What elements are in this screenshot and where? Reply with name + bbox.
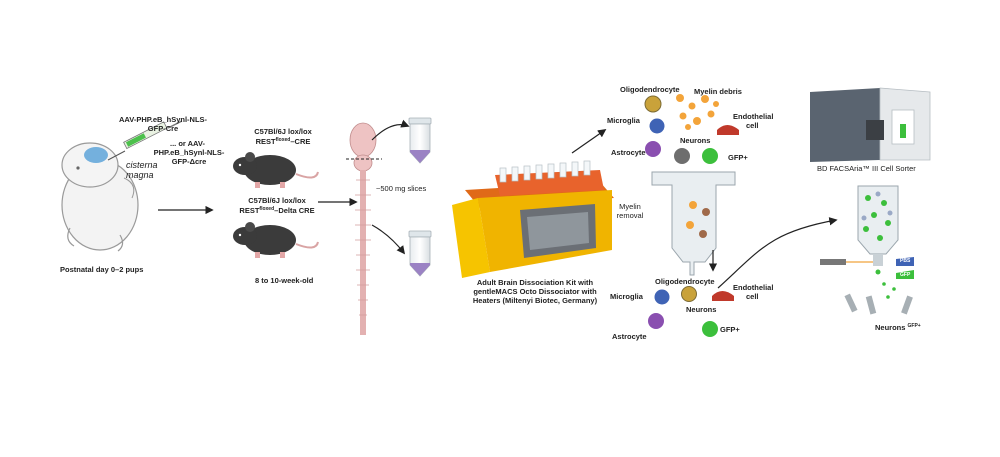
cisterna-magna-label: cisterna magna: [126, 160, 158, 180]
gfp-label-bottom: GFP+: [720, 325, 740, 334]
oligodendrocyte-cell-bottom: [681, 286, 697, 302]
neurons-gfp-output-label: Neurons GFP+: [875, 323, 921, 332]
vector-1-label: AAV-PHP.eB_hSynl-NLS-GFP-Cre: [118, 115, 208, 133]
gfp-neuron-cell-top: [702, 148, 718, 164]
dissociation-line-2: gentleMACS Octo Dissociator with: [473, 287, 597, 296]
sorter-tag-pbs: PBS: [900, 258, 911, 264]
oligodendrocyte-label-top: Oligodendrocyte: [620, 85, 680, 94]
endothelial-cell-top: [717, 125, 739, 135]
mouse-pup-illustration: [61, 142, 139, 252]
myelin-debris-top: [676, 94, 719, 130]
endothelial-cell-bottom: [712, 291, 734, 301]
oligodendrocyte-label-bottom: Oligodendrocyte: [655, 277, 715, 286]
or-label: ... or AAV-: [170, 139, 206, 148]
arrow-brain-to-tube-top: [371, 119, 410, 141]
cell-cluster-bottom: [648, 286, 734, 337]
microglia-cell-bottom: [654, 289, 670, 305]
microglia-label-top: Microglia: [607, 116, 640, 125]
dissociation-line-1: Adult Brain Dissociation Kit with: [476, 278, 594, 287]
brain-spinal-cord-illustration: [346, 122, 382, 335]
microglia-label-bottom: Microglia: [610, 292, 643, 301]
arrow-brain-to-tube-bottom: [371, 224, 406, 255]
cell-cluster-top: [644, 94, 739, 164]
endothelial-label-bottom: Endothelial: [733, 283, 774, 292]
sample-tube-bottom: [408, 230, 432, 277]
pups-label: Postnatal day 0–2 pups: [60, 265, 144, 274]
arrow-cells-to-sorter: [717, 217, 838, 289]
mouse-delta-cre-illustration: [233, 222, 319, 258]
flow-cell-illustration: [820, 185, 914, 315]
arrow-dissociator-to-cells: [571, 129, 607, 154]
endothelial-label-top: Endothelial: [733, 112, 774, 121]
myelin-removal-line-1: Myelin: [619, 202, 641, 211]
genotype-2-label: RESTfloxed–Delta CRE: [239, 206, 315, 215]
gfp-label-top: GFP+: [728, 153, 748, 162]
myelin-debris-label: Myelin debris: [694, 87, 742, 96]
sorter-tag-gfp: GFP: [900, 272, 911, 278]
neurons-label-top: Neurons: [680, 136, 711, 145]
myelin-removal-column: [651, 171, 736, 276]
genotype-1-label: RESTfloxed–CRE: [255, 137, 311, 146]
astrocyte-label-bottom: Astrocyte: [612, 332, 647, 341]
gfp-neuron-cell-bottom: [702, 321, 718, 337]
syringe-icon: [107, 120, 183, 161]
dissociation-line-3: Heaters (Miltenyi Biotec, Germany): [472, 296, 598, 305]
sample-tube-top: [408, 117, 432, 164]
strain-1-label: C57Bl/6J lox/lox: [254, 127, 312, 136]
strain-2-label: C57Bl/6J lox/lox: [248, 196, 306, 205]
age-label: 8 to 10-week-old: [255, 276, 314, 285]
neurons-label-bottom: Neurons: [686, 305, 717, 314]
vector-2-label: PHP.eB_hSynl-NLS-GFP-Δcre: [153, 148, 225, 166]
sorter-name-label: BD FACSAria™ III Cell Sorter: [817, 164, 916, 173]
endothelial-cell-label-top: cell: [746, 121, 759, 130]
neuron-cell-top: [674, 148, 690, 164]
myelin-removal-line-2: removal: [616, 211, 644, 220]
astrocyte-cell-top: [645, 141, 661, 157]
gentlemacs-dissociator-illustration: [452, 160, 614, 278]
microglia-cell-top: [649, 118, 665, 134]
astrocyte-cell-bottom: [648, 313, 664, 329]
facs-sorter-illustration: [810, 87, 931, 162]
mouse-cre-illustration: [233, 152, 319, 188]
astrocyte-label-top: Astrocyte: [611, 148, 646, 157]
endothelial-cell-label-bottom: cell: [746, 292, 759, 301]
oligodendrocyte-cell-top: [644, 95, 662, 113]
slices-label: ~500 mg slices: [376, 184, 427, 193]
